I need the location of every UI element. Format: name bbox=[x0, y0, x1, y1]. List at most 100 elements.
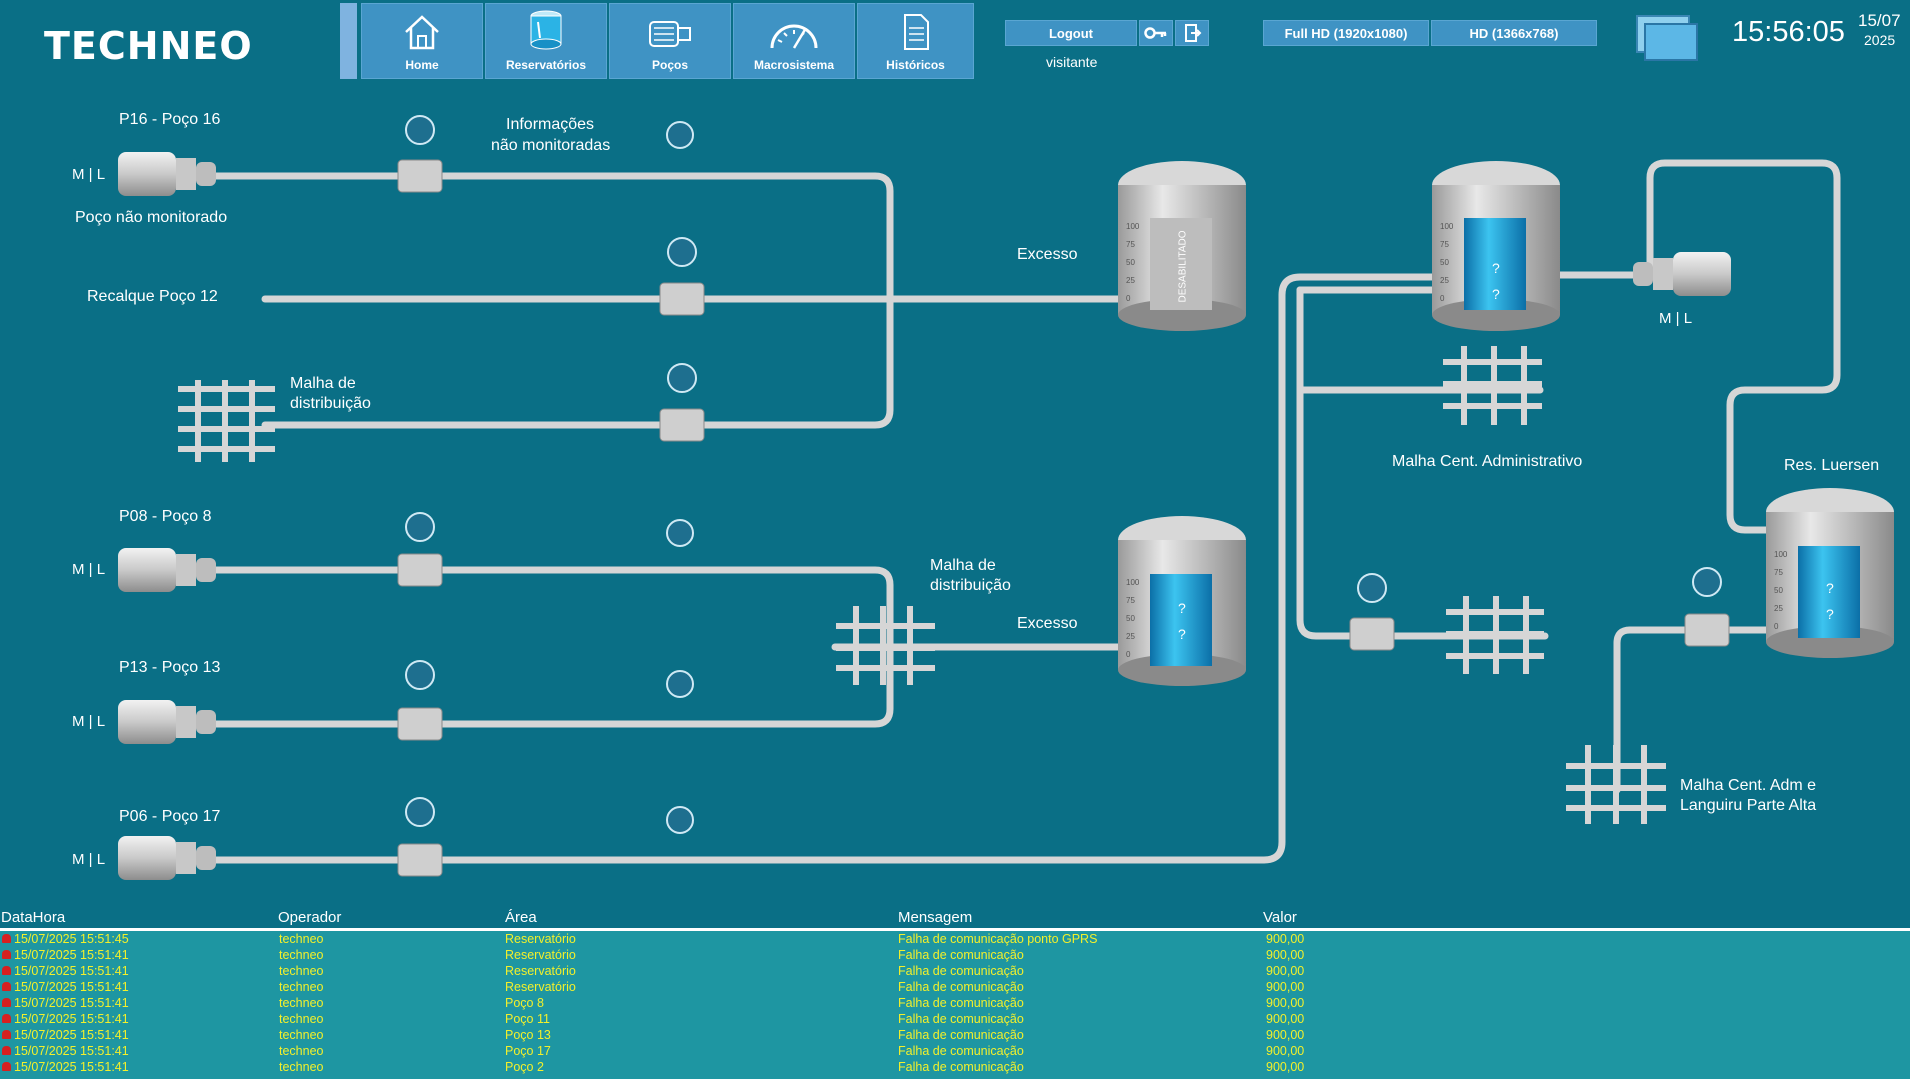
grid-malha-adm bbox=[1443, 346, 1542, 425]
alarm-value: 900,00 bbox=[1266, 964, 1305, 978]
alarm-value: 900,00 bbox=[1266, 1060, 1305, 1074]
tank-disabled bbox=[1118, 161, 1246, 331]
col-datahora[interactable]: DataHora bbox=[1, 909, 66, 926]
home-icon bbox=[405, 15, 439, 50]
nav-macrosystem-button[interactable]: Macrosistema bbox=[733, 3, 855, 79]
alarm-bell-icon bbox=[2, 1030, 11, 1039]
mode-p08[interactable]: M | L bbox=[72, 561, 106, 578]
key-icon[interactable] bbox=[1139, 20, 1173, 46]
grid-malha-branch bbox=[1446, 596, 1544, 674]
alarm-bell-icon bbox=[2, 950, 11, 959]
alarm-table-header: DataHora Operador Área Mensagem Valor bbox=[0, 906, 1910, 930]
alarm-area: Poço 8 bbox=[505, 996, 544, 1010]
alarm-value: 900,00 bbox=[1266, 980, 1305, 994]
nav-reservoirs-button[interactable]: Reservatórios bbox=[485, 3, 607, 79]
tank-middle-value-2: ? bbox=[1178, 626, 1186, 642]
label-p13: P13 - Poço 13 bbox=[119, 659, 221, 676]
alarm-bell-icon bbox=[2, 982, 11, 991]
clock-time: 15:56:05 bbox=[1732, 16, 1845, 48]
label-p06: P06 - Poço 17 bbox=[119, 808, 221, 825]
alarm-bell-icon bbox=[2, 998, 11, 1007]
mode-p16[interactable]: M | L bbox=[72, 166, 106, 183]
grid-malha-2 bbox=[836, 606, 935, 685]
exit-door-icon[interactable] bbox=[1175, 20, 1209, 46]
label-malha-adm-alta-2: Languiru Parte Alta bbox=[1680, 797, 1817, 814]
alarm-operator: techneo bbox=[279, 996, 324, 1010]
alarm-message: Falha de comunicação bbox=[898, 1028, 1024, 1042]
hd-button[interactable]: HD (1366x768) bbox=[1431, 20, 1597, 46]
label-info-2: não monitoradas bbox=[491, 137, 611, 154]
alarm-area: Poço 11 bbox=[505, 1012, 550, 1026]
nav-home-button[interactable]: Home bbox=[361, 3, 483, 79]
nav-accent-bar bbox=[340, 3, 357, 79]
alarm-row[interactable]: 15/07/2025 15:51:41 techneo Reservatório Fa… bbox=[0, 947, 1910, 963]
alarm-bell-icon bbox=[2, 1014, 11, 1023]
label-p16-status: Poço não monitorado bbox=[75, 209, 228, 226]
nav-history-button[interactable]: Históricos bbox=[857, 3, 974, 79]
alarm-area: Reservatório bbox=[505, 948, 576, 962]
nav-reservoirs-label: Reservatórios bbox=[505, 58, 587, 72]
col-operador[interactable]: Operador bbox=[278, 909, 342, 926]
alarm-operator: techneo bbox=[279, 980, 324, 994]
alarm-message: Falha de comunicação bbox=[898, 1044, 1024, 1058]
mode-p13[interactable]: M | L bbox=[72, 713, 106, 730]
alarm-value: 900,00 bbox=[1266, 948, 1305, 962]
alarm-operator: techneo bbox=[279, 964, 324, 978]
alarm-bell-icon bbox=[2, 966, 11, 975]
mode-p06[interactable]: M | L bbox=[72, 851, 106, 868]
grid-malha-alta bbox=[1566, 745, 1666, 824]
alarm-message: Falha de comunicação bbox=[898, 1060, 1024, 1074]
label-recalque: Recalque Poço 12 bbox=[87, 288, 218, 305]
label-excesso-2: Excesso bbox=[1017, 615, 1078, 632]
window-toggle-icon[interactable] bbox=[1635, 14, 1699, 67]
alarm-datetime: 15/07/2025 15:51:41 bbox=[14, 964, 129, 978]
alarm-message: Falha de comunicação bbox=[898, 948, 1024, 962]
logout-button[interactable]: Logout bbox=[1005, 20, 1137, 46]
alarm-message: Falha de comunicação ponto GPRS bbox=[898, 932, 1098, 946]
col-valor[interactable]: Valor bbox=[1263, 909, 1297, 926]
tank-luersen-value-2: ? bbox=[1826, 606, 1834, 622]
alarm-datetime: 15/07/2025 15:51:41 bbox=[14, 948, 129, 962]
label-excesso-1: Excesso bbox=[1017, 246, 1078, 263]
mode-right-pump[interactable]: M | L bbox=[1659, 310, 1693, 327]
tank-middle-value-1: ? bbox=[1178, 600, 1186, 616]
pipe-to-grid-alta bbox=[1613, 626, 1634, 794]
pump-motor-p06 bbox=[118, 836, 216, 880]
alarm-value: 900,00 bbox=[1266, 1028, 1305, 1042]
col-mensagem[interactable]: Mensagem bbox=[898, 909, 973, 926]
alarm-operator: techneo bbox=[279, 948, 324, 962]
label-malha-dist-2a: Malha de bbox=[930, 557, 996, 574]
alarm-operator: techneo bbox=[279, 1012, 324, 1026]
tank-adm-value-1: ? bbox=[1492, 260, 1500, 276]
label-malha-adm-alta-1: Malha Cent. Adm e bbox=[1680, 777, 1817, 794]
tank-luersen-value-1: ? bbox=[1826, 580, 1834, 596]
current-user: visitante bbox=[1046, 54, 1098, 70]
nav-wells-button[interactable]: Poços bbox=[609, 3, 731, 79]
tank-disabled-label: DESABILITADO bbox=[1177, 229, 1189, 303]
label-malha-dist-2b: distribuição bbox=[930, 577, 1011, 594]
col-area[interactable]: Área bbox=[505, 909, 537, 926]
alarm-area: Reservatório bbox=[505, 964, 576, 978]
tank-cent-adm bbox=[1432, 161, 1560, 331]
pump-motor-p16 bbox=[118, 152, 216, 196]
alarm-area: Poço 2 bbox=[505, 1060, 544, 1074]
alarm-bell-icon bbox=[2, 934, 11, 943]
pipe-branch-right bbox=[1296, 286, 1549, 640]
full-hd-button[interactable]: Full HD (1920x1080) bbox=[1263, 20, 1429, 46]
alarm-operator: techneo bbox=[279, 1060, 324, 1074]
alarm-message: Falha de comunicação bbox=[898, 980, 1024, 994]
alarm-value: 900,00 bbox=[1266, 932, 1305, 946]
gauge-icon bbox=[770, 24, 818, 49]
label-res-luersen: Res. Luersen bbox=[1784, 457, 1880, 474]
